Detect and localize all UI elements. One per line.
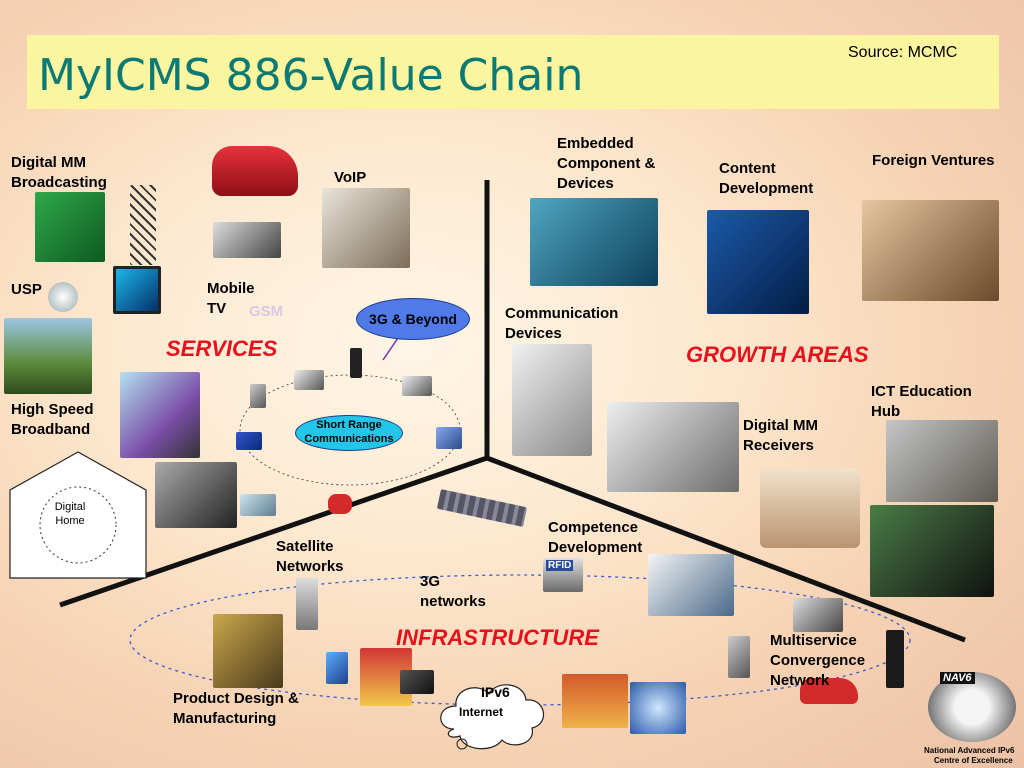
oval-short-range: Short Range Communications — [295, 415, 403, 451]
laptop-icon — [400, 670, 434, 694]
circuit-board-image — [530, 198, 658, 286]
label-embedded: Embedded Component & Devices — [557, 135, 656, 192]
phone-content-image — [707, 210, 809, 314]
car-image — [212, 146, 298, 196]
label-internet: Internet — [459, 705, 504, 719]
broadband-user-image — [120, 372, 200, 458]
laptop-icon — [402, 376, 432, 396]
keyboard-hands-image — [155, 462, 237, 528]
title-bar — [27, 35, 999, 109]
digital-home-house — [9, 451, 147, 579]
label-satellite-networks: Satellite Networks — [276, 538, 344, 575]
manufacturing-image — [213, 614, 283, 688]
pda-icon — [728, 636, 750, 678]
pda-icon — [250, 384, 266, 408]
label-ipv6: IPv6 — [481, 684, 510, 700]
laptop-icon — [236, 432, 262, 450]
section-infrastructure: INFRASTRUCTURE — [396, 625, 599, 650]
scene-thumbnail-image — [240, 494, 276, 516]
label-foreign-ventures: Foreign Ventures — [872, 152, 995, 169]
label-3g-networks: 3G networks — [420, 573, 486, 610]
logo-line2: Centre of Excellence — [934, 756, 1013, 765]
classroom-image — [886, 420, 998, 502]
label-content-development: Content Development — [719, 160, 814, 197]
graduates-image — [870, 505, 994, 597]
label-ict-education-hub: ICT Education Hub — [871, 383, 972, 420]
house-icon — [562, 674, 628, 728]
internet-cloud — [440, 684, 545, 750]
voip-user-image — [322, 188, 410, 268]
globe-computer-icon — [630, 682, 686, 734]
car-icon — [328, 494, 352, 514]
label-digital-mm-receivers: Digital MM Receivers — [743, 417, 818, 454]
students-computers-image — [648, 554, 734, 616]
monitor-icon — [436, 427, 462, 449]
phone-icon — [886, 630, 904, 688]
label-communication-devices: Communication Devices — [505, 305, 619, 342]
mobile-icon — [326, 652, 348, 684]
label-high-speed-broadband: High Speed Broadband — [11, 401, 94, 438]
section-services: SERVICES — [166, 336, 278, 361]
logo-line1: National Advanced IPv6 — [924, 746, 1015, 755]
satellite-dish-icon — [48, 282, 78, 312]
business-meeting-image — [862, 200, 999, 301]
broadcast-building-image — [35, 192, 105, 262]
phone-icon — [350, 348, 362, 378]
tv-receiver-image — [607, 402, 739, 492]
label-competence-development: Competence Development — [548, 519, 643, 556]
mobile-tv-device-image — [213, 222, 281, 258]
telephones-image — [512, 344, 592, 456]
label-multiservice: Multiservice Convergence Network — [770, 632, 866, 689]
label-digital-home: Digital Home — [54, 501, 86, 527]
label-voip: VoIP — [334, 169, 367, 186]
label-mobile-tv: Mobile TV — [207, 280, 255, 317]
laptop-icon — [793, 598, 843, 632]
label-digital-mm-broadcasting: Digital MM Broadcasting — [11, 154, 107, 191]
car-icon — [800, 678, 858, 704]
oval-3g-beyond: 3G & Beyond — [356, 298, 470, 340]
rfid-tag: RFID — [546, 560, 574, 571]
dish-antenna-icon — [296, 578, 318, 630]
tv-icon — [113, 266, 161, 314]
page-title: MyICMS 886-Value Chain — [38, 50, 584, 101]
section-growth-areas: GROWTH AREAS — [686, 342, 869, 367]
source-label: Source: MCMC — [848, 44, 958, 61]
label-gsm: GSM — [249, 303, 284, 320]
tower-icon — [130, 185, 156, 265]
label-usp: USP — [11, 281, 42, 298]
radio-image — [760, 468, 860, 548]
rural-house-image — [4, 318, 92, 394]
laptop-icon — [294, 370, 324, 390]
label-product-design: Product Design & Manufacturing — [173, 690, 299, 727]
nav6-logo-text: NAV6 — [940, 672, 975, 684]
